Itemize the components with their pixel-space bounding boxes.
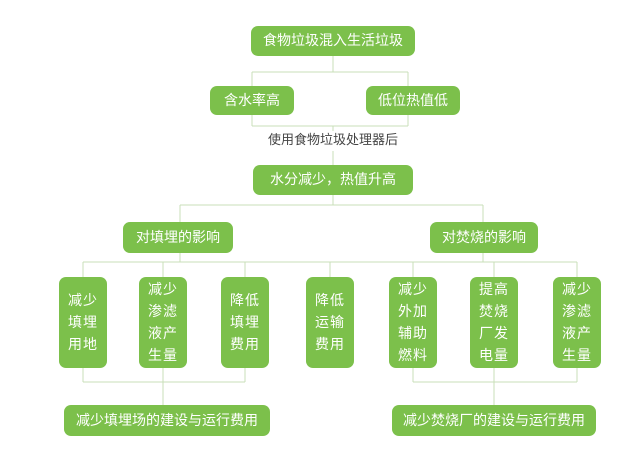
effect-node-1: 减少填埋用地: [59, 277, 107, 368]
effect-node-3: 降低填埋费用: [221, 277, 269, 368]
result-node: 水分减少，热值升高: [253, 165, 413, 195]
effect-node-2: 减少渗滤液产生量: [139, 277, 187, 368]
summary-right-node: 减少焚烧厂的建设与运行费用: [392, 405, 596, 436]
effect-node-5: 减少外加辅助燃料: [389, 277, 437, 368]
effect-node-4: 降低运输费用: [306, 277, 354, 368]
root-node: 食物垃圾混入生活垃圾: [251, 26, 415, 56]
process-label: 使用食物垃圾处理器后: [250, 131, 416, 151]
branch-right-node: 对焚烧的影响: [430, 222, 538, 253]
effect-node-6: 提高焚烧厂发电量: [470, 277, 518, 368]
effect-node-7: 减少渗滤液产生量: [553, 277, 601, 368]
summary-left-node: 减少填埋场的建设与运行费用: [64, 405, 270, 436]
cause-right-node: 低位热值低: [366, 86, 460, 115]
branch-left-node: 对填埋的影响: [123, 222, 233, 253]
cause-left-node: 含水率高: [210, 86, 294, 115]
